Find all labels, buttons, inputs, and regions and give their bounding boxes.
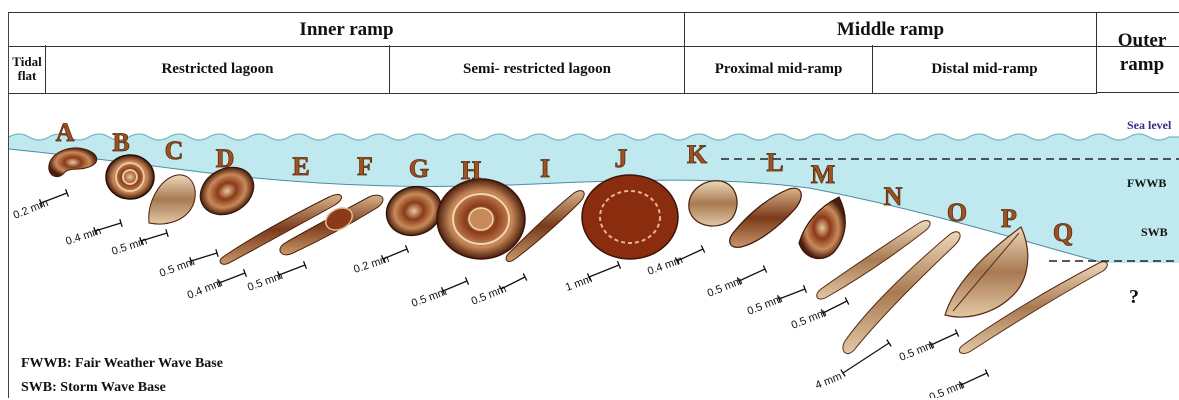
swb-definition: SWB: Storm Wave Base bbox=[21, 376, 223, 400]
scale-label-a: 0.2 mm bbox=[12, 197, 51, 222]
specimen-letter-h: H bbox=[461, 156, 481, 185]
fossil-j bbox=[582, 175, 678, 259]
specimen-letter-k: K bbox=[687, 140, 708, 169]
specimen-letter-n: N bbox=[884, 182, 903, 211]
scale-label-g: 0.2 mm bbox=[352, 253, 391, 276]
specimen-letter-c: C bbox=[165, 136, 184, 165]
distal-mid-ramp-header: Distal mid-ramp bbox=[873, 45, 1097, 93]
scale-label-q: 0.5 mm bbox=[928, 379, 967, 398]
fossil-l bbox=[730, 188, 802, 247]
semi-restricted-lagoon-header: Semi- restricted lagoon bbox=[390, 45, 685, 93]
specimen-letter-q: Q bbox=[1053, 218, 1073, 247]
tidal-flat-header: Tidal flat bbox=[9, 45, 46, 93]
specimen-letter-g: G bbox=[409, 154, 429, 183]
scale-label-i: 0.5 mm bbox=[470, 283, 509, 308]
header-row-environments: Tidal flat Restricted lagoon Semi- restr… bbox=[9, 45, 1097, 94]
unknown-label: ? bbox=[1129, 286, 1139, 308]
specimen-letter-f: F bbox=[357, 152, 373, 181]
restricted-lagoon-header: Restricted lagoon bbox=[46, 45, 390, 93]
scale-label-k: 0.4 mm bbox=[646, 254, 685, 278]
specimen-letter-d: D bbox=[216, 144, 235, 173]
fossil-o bbox=[843, 232, 960, 354]
specimen-letter-b: B bbox=[112, 128, 129, 157]
abbreviation-notes: FWWB: Fair Weather Wave Base SWB: Storm … bbox=[21, 352, 223, 400]
fwwb-definition: FWWB: Fair Weather Wave Base bbox=[21, 352, 223, 376]
header-row-ramps: Inner ramp Middle ramp bbox=[9, 12, 1179, 47]
tidal-line2: flat bbox=[18, 69, 37, 83]
facies-diagram: Inner ramp Middle ramp Outer ramp Tidal … bbox=[8, 12, 1179, 398]
specimen-letter-m: M bbox=[811, 160, 836, 189]
swb-label: SWB bbox=[1141, 225, 1168, 239]
fwwb-label: FWWB bbox=[1127, 176, 1166, 190]
scale-label-b: 0.4 mm bbox=[64, 225, 103, 248]
specimen-letter-a: A bbox=[56, 118, 75, 147]
specimen-letter-i: I bbox=[540, 154, 550, 183]
middle-ramp-header: Middle ramp bbox=[685, 13, 1097, 46]
specimen-letter-j: J bbox=[615, 144, 628, 173]
sea-level-label: Sea level bbox=[1127, 118, 1172, 132]
fossil-c bbox=[149, 175, 195, 224]
fossil-k bbox=[689, 181, 737, 226]
specimen-letter-l: L bbox=[766, 148, 783, 177]
outer-ramp-line2: ramp bbox=[1120, 53, 1164, 77]
proximal-mid-ramp-header: Proximal mid-ramp bbox=[685, 45, 873, 93]
fossil-b bbox=[106, 155, 154, 199]
tidal-line1: Tidal bbox=[12, 55, 41, 69]
scale-label-o: 4 mm bbox=[814, 370, 844, 391]
inner-ramp-header: Inner ramp bbox=[9, 13, 685, 46]
scale-bar-j bbox=[588, 261, 621, 280]
scale-label-c: 0.5 mm bbox=[110, 235, 149, 258]
outer-ramp-line1: Outer bbox=[1118, 29, 1167, 53]
fossil-m bbox=[799, 197, 845, 259]
specimen-letter-o: O bbox=[947, 198, 967, 227]
specimen-letter-e: E bbox=[292, 152, 309, 181]
outer-ramp-header: Outer ramp bbox=[1097, 12, 1179, 93]
specimen-letter-p: P bbox=[1001, 204, 1017, 233]
